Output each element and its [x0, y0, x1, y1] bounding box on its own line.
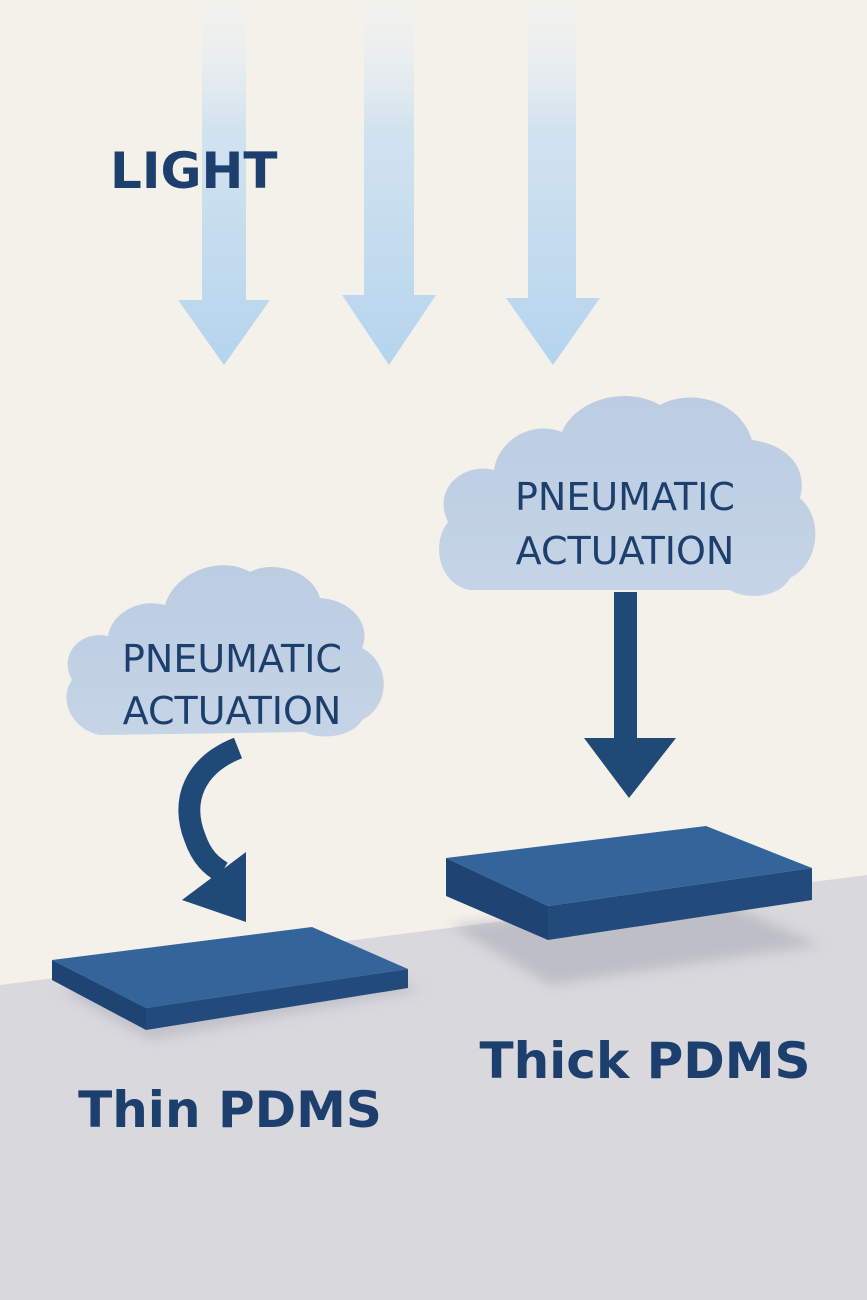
- cloud-left-line1: PNEUMATIC: [122, 637, 342, 681]
- slab-thick: [446, 826, 820, 985]
- light-arrow-1: [178, 0, 270, 365]
- slab-thin: [52, 927, 420, 1040]
- slab-thick-label: Thick PDMS: [479, 1032, 810, 1090]
- cloud-left: [66, 565, 384, 737]
- slab-thick-front: [548, 868, 812, 940]
- light-arrow-2: [342, 0, 436, 365]
- cloud-left-line2: ACTUATION: [123, 689, 342, 733]
- slab-thin-front: [146, 969, 408, 1030]
- cloud-right: [439, 395, 816, 596]
- light-label: LIGHT: [110, 142, 277, 200]
- light-arrow-3: [506, 0, 600, 365]
- cloud-right-line1: PNEUMATIC: [515, 475, 735, 519]
- actuation-arrow-left: [178, 737, 246, 922]
- cloud-right-line2: ACTUATION: [516, 529, 735, 573]
- slab-thick-side: [446, 858, 548, 940]
- slab-thin-side: [52, 960, 146, 1030]
- slab-thin-label: Thin PDMS: [78, 1081, 382, 1139]
- slab-thick-top: [446, 826, 812, 906]
- slab-thin-top: [52, 927, 408, 1008]
- actuation-arrow-right: [584, 592, 676, 798]
- light-arrows: [178, 0, 600, 365]
